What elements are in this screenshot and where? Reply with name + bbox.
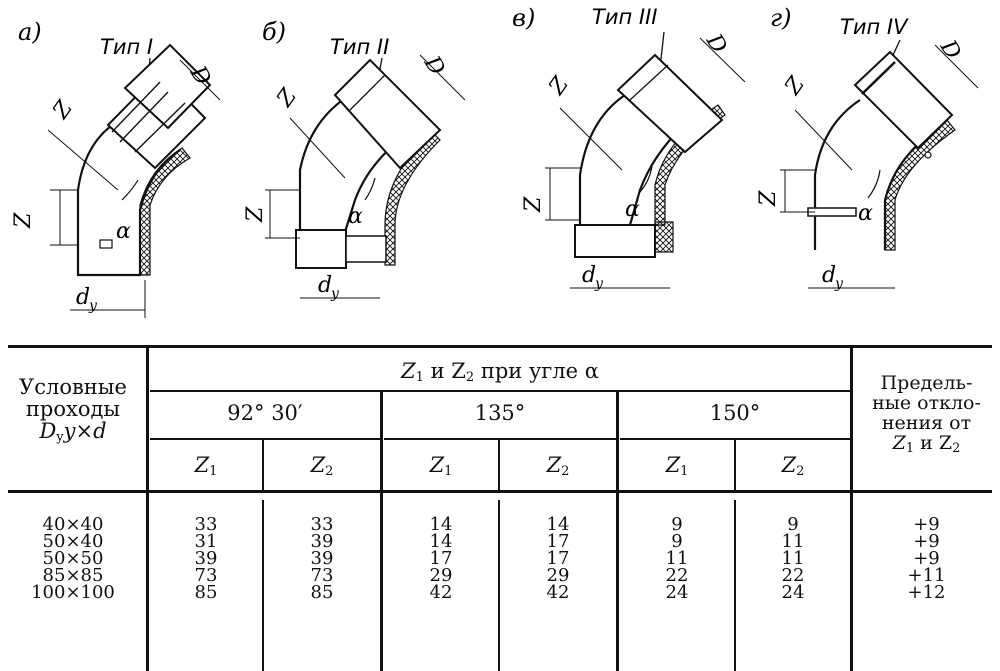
z-head-5: Z1 bbox=[665, 453, 689, 479]
figure-d-dy: d bbox=[822, 263, 836, 288]
sub-divider-b bbox=[498, 440, 500, 490]
row-label: 85×85 bbox=[42, 565, 104, 586]
figure-b-dy: d bbox=[318, 273, 332, 298]
col-label-D: D bbox=[39, 419, 57, 444]
figure-a-dy-sub: y bbox=[88, 298, 98, 314]
group-rule bbox=[150, 390, 850, 392]
row-label: 50×50 bbox=[42, 548, 104, 569]
col-divider-2 bbox=[380, 392, 383, 671]
col-label-formula: Dyy×d bbox=[0, 420, 146, 445]
figure-d: г) Тип IV Z Z α d y D bbox=[756, 4, 979, 292]
figure-c-dy-sub: y bbox=[594, 276, 604, 292]
figure-d-letter: г) bbox=[770, 4, 792, 32]
z-head-6: Z2 bbox=[781, 453, 805, 479]
z-head-3: Z1 bbox=[429, 453, 453, 479]
figure-d-alpha: α bbox=[858, 201, 873, 226]
figure-b-letter: б) bbox=[262, 18, 286, 46]
row-label: 100×100 bbox=[31, 582, 115, 603]
col-label-D-sub: y bbox=[56, 430, 64, 446]
tol-label-line-2: ные откло- bbox=[872, 391, 981, 414]
figure-c: в) Тип III Z Z α d y D bbox=[512, 4, 746, 292]
col-divider-1 bbox=[146, 345, 149, 671]
col-label: Условные проходы Dyy×d bbox=[0, 376, 146, 445]
col-label-formula-tail: y×d bbox=[63, 419, 107, 444]
figure-b-type: Тип II bbox=[330, 35, 389, 59]
figure-c-dy: d bbox=[582, 263, 596, 288]
figure-c-type: Тип III bbox=[592, 5, 657, 29]
sub-divider-b-body bbox=[498, 500, 500, 671]
angle-rule-3 bbox=[620, 438, 850, 440]
dimensions-table: Условные проходы Dyy×d Z1 и Z2 при угле … bbox=[0, 340, 1000, 671]
figure-c-z1: Z bbox=[521, 196, 546, 213]
figure-b-alpha: α bbox=[348, 204, 363, 229]
figure-b: б) Тип II Z Z α d y D bbox=[243, 18, 466, 302]
sub-divider-c-body bbox=[734, 500, 736, 671]
sub-divider-a-body bbox=[262, 500, 264, 671]
col-label-line-2: проходы bbox=[25, 397, 121, 422]
col-label-line-1: Условные bbox=[19, 375, 127, 399]
row-labels: 40×40 50×40 50×50 85×85 100×100 bbox=[0, 514, 146, 603]
col-tolerance: +9+9+9+11+12 bbox=[907, 514, 946, 603]
figure-b-Dy: D bbox=[418, 51, 449, 80]
tol-label: Предель- ные откло- нения от Z1 и Z2 bbox=[853, 372, 1000, 456]
z-head-1: Z1 bbox=[194, 453, 218, 479]
group-title: Z1 и Z2 при угле α bbox=[401, 359, 599, 385]
figure-a-z1: Z bbox=[11, 212, 36, 229]
row-label: 40×40 bbox=[42, 514, 104, 535]
col-divider-3 bbox=[616, 392, 619, 671]
figure-a-dy: d bbox=[76, 285, 90, 310]
tol-label-line-1: Предель- bbox=[880, 372, 973, 394]
figure-c-letter: в) bbox=[512, 4, 535, 32]
figure-a: а) Тип I Z Z α d y D bbox=[11, 18, 221, 318]
figure-d-z1: Z bbox=[756, 190, 781, 207]
angle-header-3: 150° bbox=[709, 401, 761, 425]
figure-c-alpha: α bbox=[625, 197, 640, 222]
col-divider-tol bbox=[850, 345, 853, 671]
figure-b-dy-sub: y bbox=[330, 286, 340, 302]
table-top-rule bbox=[8, 345, 992, 348]
sub-divider-c bbox=[734, 440, 736, 490]
angle-header-2: 135° bbox=[474, 401, 526, 425]
figure-c-Dy: D bbox=[700, 29, 731, 58]
figure-a-letter: а) bbox=[18, 18, 42, 46]
tol-label-formula: Z1 и Z2 bbox=[892, 431, 961, 456]
angle-header-1: 92° 30′ bbox=[227, 401, 303, 425]
figure-c-z2: Z bbox=[544, 72, 574, 100]
figure-b-z1: Z bbox=[243, 206, 268, 223]
angle-rule-1 bbox=[150, 438, 380, 440]
header-bottom-rule bbox=[8, 490, 992, 493]
figure-b-z2: Z bbox=[272, 84, 302, 112]
figure-a-type: Тип I bbox=[100, 35, 153, 59]
angle-rule-2 bbox=[384, 438, 616, 440]
figure-a-z2: Z bbox=[48, 96, 78, 124]
figure-d-dy-sub: y bbox=[834, 276, 844, 292]
fittings-drawings: а) Тип I Z Z α d y D б) Тип II bbox=[11, 4, 979, 318]
row-label: 50×40 bbox=[42, 531, 104, 552]
figure-d-Dy: D bbox=[934, 35, 965, 64]
z-head-2: Z2 bbox=[310, 453, 334, 479]
tol-label-line-3: нения от bbox=[881, 411, 972, 434]
figure-a-alpha: α bbox=[116, 219, 131, 244]
z-head-4: Z2 bbox=[546, 453, 570, 479]
sub-divider-a bbox=[262, 440, 264, 490]
figure-d-z2: Z bbox=[780, 72, 810, 100]
figure-d-type: Тип IV bbox=[840, 15, 909, 39]
